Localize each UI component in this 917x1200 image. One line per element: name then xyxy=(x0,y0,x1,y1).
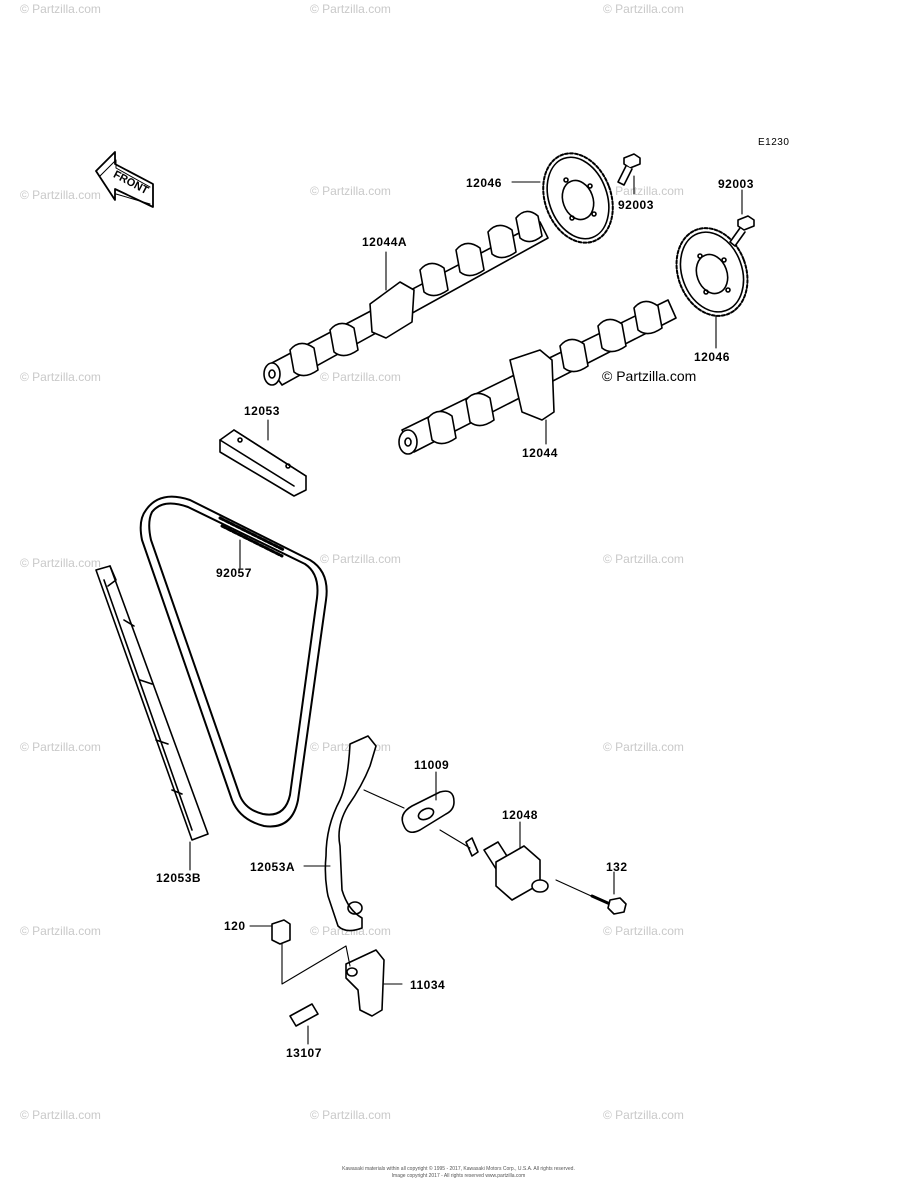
camshaft-sprocket-upper xyxy=(542,152,614,244)
guide-pin xyxy=(289,1003,319,1027)
part-label-12046[interactable]: 12046 xyxy=(466,176,502,190)
leader-lines xyxy=(189,175,743,1045)
part-label-120[interactable]: 120 xyxy=(224,919,246,933)
part-label-11009[interactable]: 11009 xyxy=(414,758,450,772)
part-label-11034[interactable]: 11034 xyxy=(410,978,446,992)
part-label-12044[interactable]: 12044 xyxy=(522,446,558,460)
part-label-12046[interactable]: 12046 xyxy=(694,350,730,364)
front-arrow-icon: FRONT xyxy=(95,151,154,208)
camshaft-sprocket-lower xyxy=(675,227,749,317)
camshaft-intake xyxy=(263,210,549,386)
footer-line-1: Kawasaki materials within all copyright … xyxy=(342,1166,575,1172)
copyright-notice: © Partzilla.com xyxy=(602,368,697,384)
part-label-12048[interactable]: 12048 xyxy=(502,808,538,822)
timing-chain xyxy=(139,495,328,828)
sprocket-bolt-lower xyxy=(729,215,755,247)
bracket-bolt xyxy=(271,919,291,945)
part-label-12053b[interactable]: 12053B xyxy=(156,871,202,885)
part-label-12044a[interactable]: 12044A xyxy=(362,235,408,249)
part-label-92057[interactable]: 92057 xyxy=(216,566,252,580)
guide-bracket xyxy=(345,949,385,1017)
chain-guide-tensioner xyxy=(324,735,377,932)
chain-tensioner xyxy=(465,837,549,901)
part-label-13107[interactable]: 13107 xyxy=(286,1046,322,1060)
part-label-12053a[interactable]: 12053A xyxy=(250,860,296,874)
part-label-12053[interactable]: 12053 xyxy=(244,404,280,418)
part-label-92003[interactable]: 92003 xyxy=(618,198,654,212)
camshaft-exhaust xyxy=(398,299,677,455)
part-label-132[interactable]: 132 xyxy=(606,860,628,874)
diagram-code: E1230 xyxy=(758,137,790,148)
footer-line-2: Image copyright 2017 - All rights reserv… xyxy=(391,1173,526,1179)
tensioner-gasket xyxy=(401,790,455,834)
chain-guide-top xyxy=(219,429,307,497)
part-label-92003[interactable]: 92003 xyxy=(718,177,754,191)
sprocket-bolt-upper xyxy=(617,153,641,186)
chain-guide-front xyxy=(95,565,209,841)
